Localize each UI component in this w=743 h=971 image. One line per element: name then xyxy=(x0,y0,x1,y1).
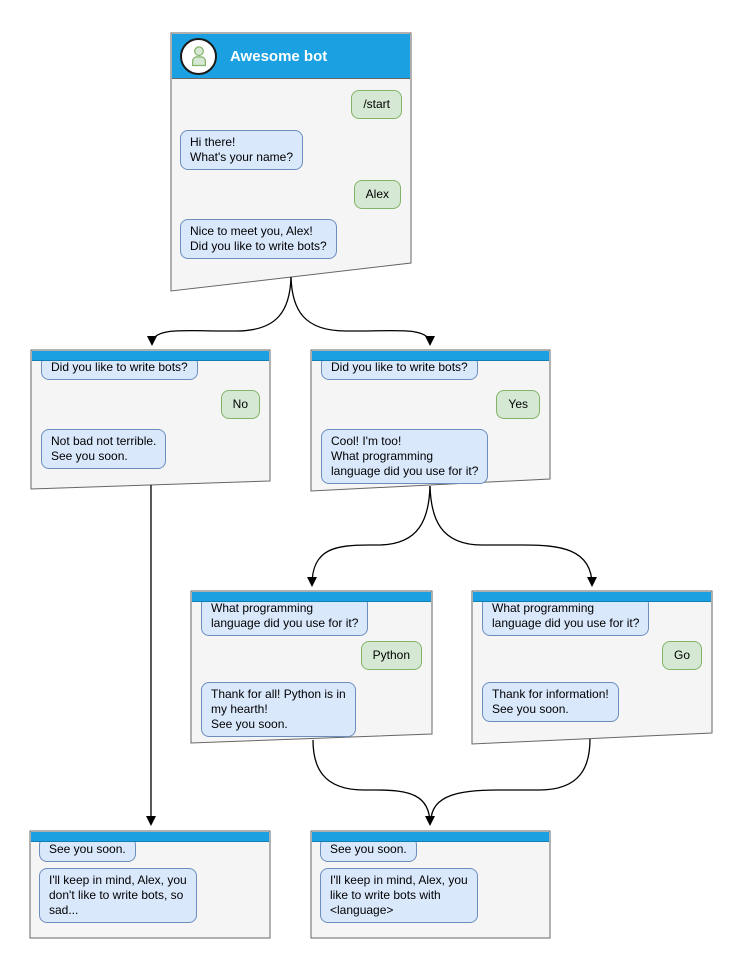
message-user-python: Python xyxy=(360,641,422,670)
connector-yes-to-go xyxy=(429,485,597,587)
connector-root-to-yes xyxy=(290,276,435,346)
chat-window-awesome-bot: Awesome bot /start Hi there! What's your… xyxy=(171,33,411,291)
connector-go-to-end xyxy=(430,738,591,822)
message-user-start: /start xyxy=(351,90,402,119)
chat-window-end-yes: See you soon. I'll keep in mind, Alex, y… xyxy=(311,831,550,938)
message-bot-keep-in-mind-language: I'll keep in mind, Alex, you like to wri… xyxy=(320,868,478,923)
message-bot-language-question: What programming language did you use fo… xyxy=(482,596,650,636)
message-user-no: No xyxy=(220,390,260,419)
chat-window-end-no: See you soon. I'll keep in mind, Alex, y… xyxy=(30,831,270,938)
avatar xyxy=(180,37,217,75)
bot-title: Awesome bot xyxy=(230,47,328,65)
chat-window-branch-python: What programming language did you use fo… xyxy=(191,591,432,743)
message-bot-thanks-python: Thank for all! Python is in my hearth! S… xyxy=(201,682,356,737)
connector-yes-to-python xyxy=(307,485,431,587)
message-bot-thanks-info: Thank for information! See you soon. xyxy=(482,682,619,722)
message-bot-not-bad: Not bad not terrible. See you soon. xyxy=(41,429,167,469)
connector-root-to-no xyxy=(147,276,292,346)
message-user-go: Go xyxy=(661,641,702,670)
chat-header-bar xyxy=(192,592,431,602)
chat-header-bar xyxy=(473,592,711,602)
person-icon xyxy=(191,46,206,67)
message-bot-hi-there: Hi there! What's your name? xyxy=(180,130,304,170)
chat-header-bar xyxy=(312,832,549,842)
message-user-yes: Yes xyxy=(496,390,540,419)
message-bot-cool: Cool! I'm too! What programming language… xyxy=(321,429,489,484)
chat-header-bar xyxy=(312,351,549,361)
chat-header-bar xyxy=(32,351,269,361)
message-bot-nice-to-meet: Nice to meet you, Alex! Did you like to … xyxy=(180,219,337,259)
message-bot-keep-in-mind-sad: I'll keep in mind, Alex, you don't like … xyxy=(39,868,197,923)
chat-window-branch-yes: Did you like to write bots? Yes Cool! I'… xyxy=(311,350,550,491)
connector-python-to-end xyxy=(312,739,435,826)
message-user-alex: Alex xyxy=(353,180,401,209)
chat-header-bar xyxy=(31,832,269,842)
chat-window-branch-no: Did you like to write bots? No Not bad n… xyxy=(31,350,270,489)
chat-header: Awesome bot xyxy=(172,34,410,79)
chat-window-branch-go: What programming language did you use fo… xyxy=(472,591,712,744)
message-bot-language-question: What programming language did you use fo… xyxy=(201,596,369,636)
